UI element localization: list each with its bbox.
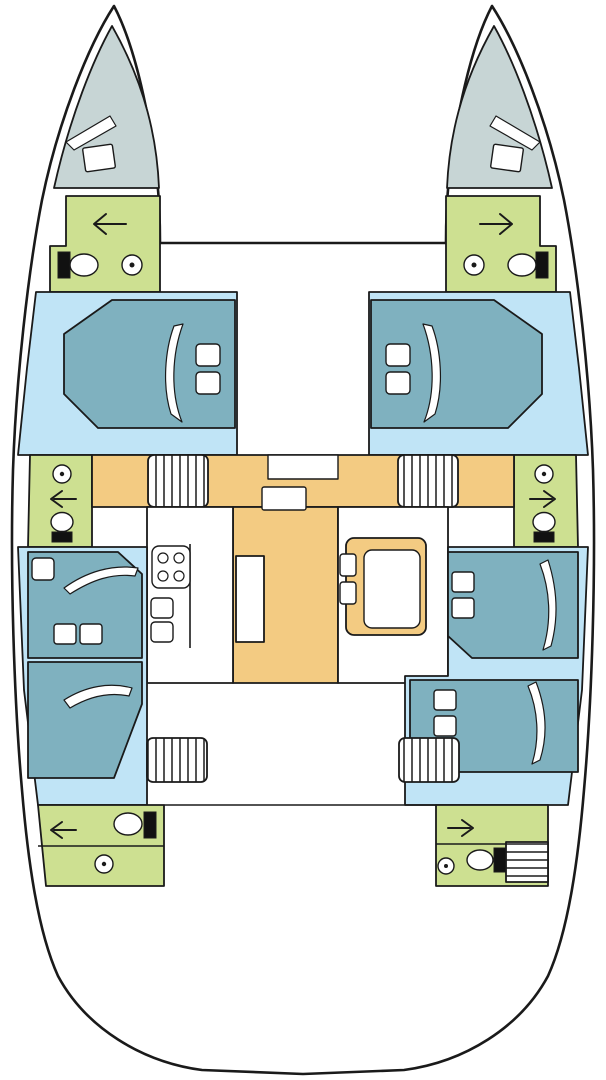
sink-icon xyxy=(437,857,455,875)
duvet-icon xyxy=(539,559,557,651)
companionway-notch xyxy=(267,454,339,480)
door-arrow-right-icon xyxy=(479,213,513,235)
toilet-icon xyxy=(57,251,99,279)
dinette-cushion xyxy=(339,581,357,605)
port-mid-head xyxy=(27,454,93,548)
port-mid-bed xyxy=(27,551,143,659)
starboard-aft-head xyxy=(435,804,549,887)
toilet-icon xyxy=(466,847,507,873)
pillow-icon xyxy=(433,715,457,737)
pillow-icon xyxy=(31,557,55,581)
starboard-forward-bed xyxy=(370,299,543,429)
sink-icon xyxy=(94,854,114,874)
mast-step xyxy=(261,486,307,511)
stove-icon xyxy=(151,545,191,589)
starboard-mid-head xyxy=(513,454,579,548)
pillow-icon xyxy=(79,623,103,645)
pillow-icon xyxy=(451,571,475,593)
duvet-icon xyxy=(164,323,184,423)
port-aft-head xyxy=(37,804,165,887)
stairs-icon xyxy=(397,454,459,508)
starboard-mid-bed xyxy=(447,551,579,659)
dinette-cushion xyxy=(339,553,357,577)
dinette-area xyxy=(337,506,449,684)
galley-area xyxy=(146,506,234,684)
stairs-icon xyxy=(147,454,209,508)
port-forward-head xyxy=(49,195,161,293)
windlass-icon xyxy=(65,115,117,151)
bow-hatch-icon xyxy=(490,143,524,173)
pillow-icon xyxy=(433,689,457,711)
bow-hatch-icon xyxy=(82,143,116,173)
door-arrow-left-icon xyxy=(50,490,77,508)
sink-icon xyxy=(121,254,143,276)
starboard-bow-deck xyxy=(446,25,553,189)
duvet-icon xyxy=(422,323,442,423)
toilet-icon xyxy=(507,251,549,279)
duvet-icon xyxy=(527,681,546,765)
toilet-icon xyxy=(50,511,74,543)
duvet-icon xyxy=(63,684,133,709)
pillow-icon xyxy=(195,371,221,395)
sink-icon xyxy=(463,254,485,276)
stairs-icon xyxy=(398,737,460,783)
port-forward-bed xyxy=(63,299,236,429)
sink-icon xyxy=(52,464,72,484)
starboard-forward-head xyxy=(445,195,557,293)
port-aft-bed xyxy=(27,661,143,779)
stairs-icon xyxy=(146,737,208,783)
port-bow-deck xyxy=(53,25,160,189)
windlass-icon xyxy=(489,115,541,151)
door-arrow-right-icon xyxy=(529,490,556,508)
pillow-icon xyxy=(385,343,411,367)
ladder-icon xyxy=(505,841,549,883)
pillow-icon xyxy=(195,343,221,367)
door-arrow-left-icon xyxy=(93,213,127,235)
door-arrow-left-icon xyxy=(50,821,77,839)
galley-sink-icon xyxy=(150,597,174,643)
sink-icon xyxy=(534,464,554,484)
pillow-icon xyxy=(53,623,77,645)
galley-island xyxy=(235,555,265,643)
pillow-icon xyxy=(385,371,411,395)
duvet-icon xyxy=(63,566,139,595)
toilet-icon xyxy=(532,511,556,543)
pillow-icon xyxy=(451,597,475,619)
toilet-icon xyxy=(113,811,157,839)
door-arrow-right-icon xyxy=(447,819,474,837)
